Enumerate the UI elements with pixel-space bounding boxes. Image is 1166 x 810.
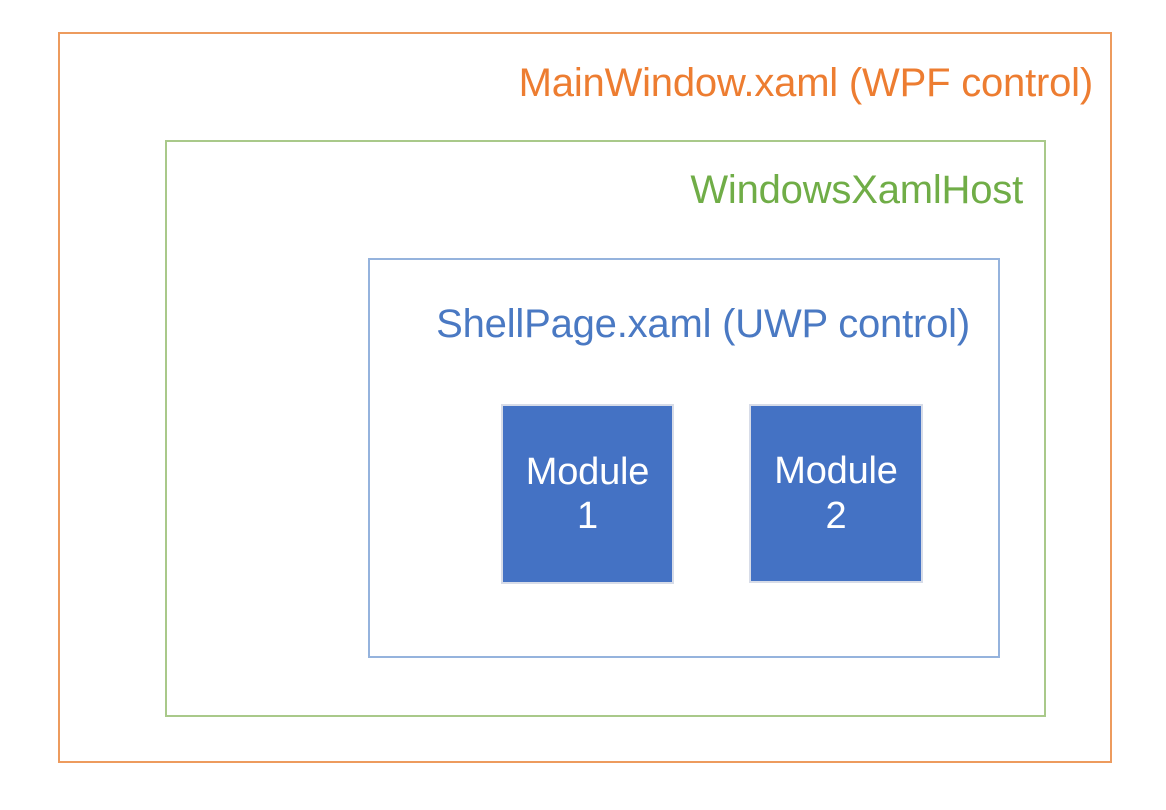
layer-windowsxamlhost: WindowsXamlHost ShellPage.xaml (UWP cont… [165, 140, 1046, 717]
layer-mainwindow-label: MainWindow.xaml (WPF control) [518, 61, 1094, 105]
module-2-number: 2 [825, 494, 847, 537]
layer-shellpage-uwp: ShellPage.xaml (UWP control) [368, 258, 1000, 658]
layer-mainwindow-wpf: MainWindow.xaml (WPF control) WindowsXam… [58, 32, 1112, 763]
layer-shellpage-label: ShellPage.xaml (UWP control) [436, 302, 970, 346]
module-2-name: Module [774, 450, 898, 493]
module-box-1: Module 1 [501, 404, 674, 584]
module-1-number: 1 [577, 495, 598, 537]
module-box-2: Module 2 [749, 404, 923, 583]
module-1-name: Module [525, 450, 650, 493]
layer-windowsxamlhost-label: WindowsXamlHost [690, 168, 1023, 212]
